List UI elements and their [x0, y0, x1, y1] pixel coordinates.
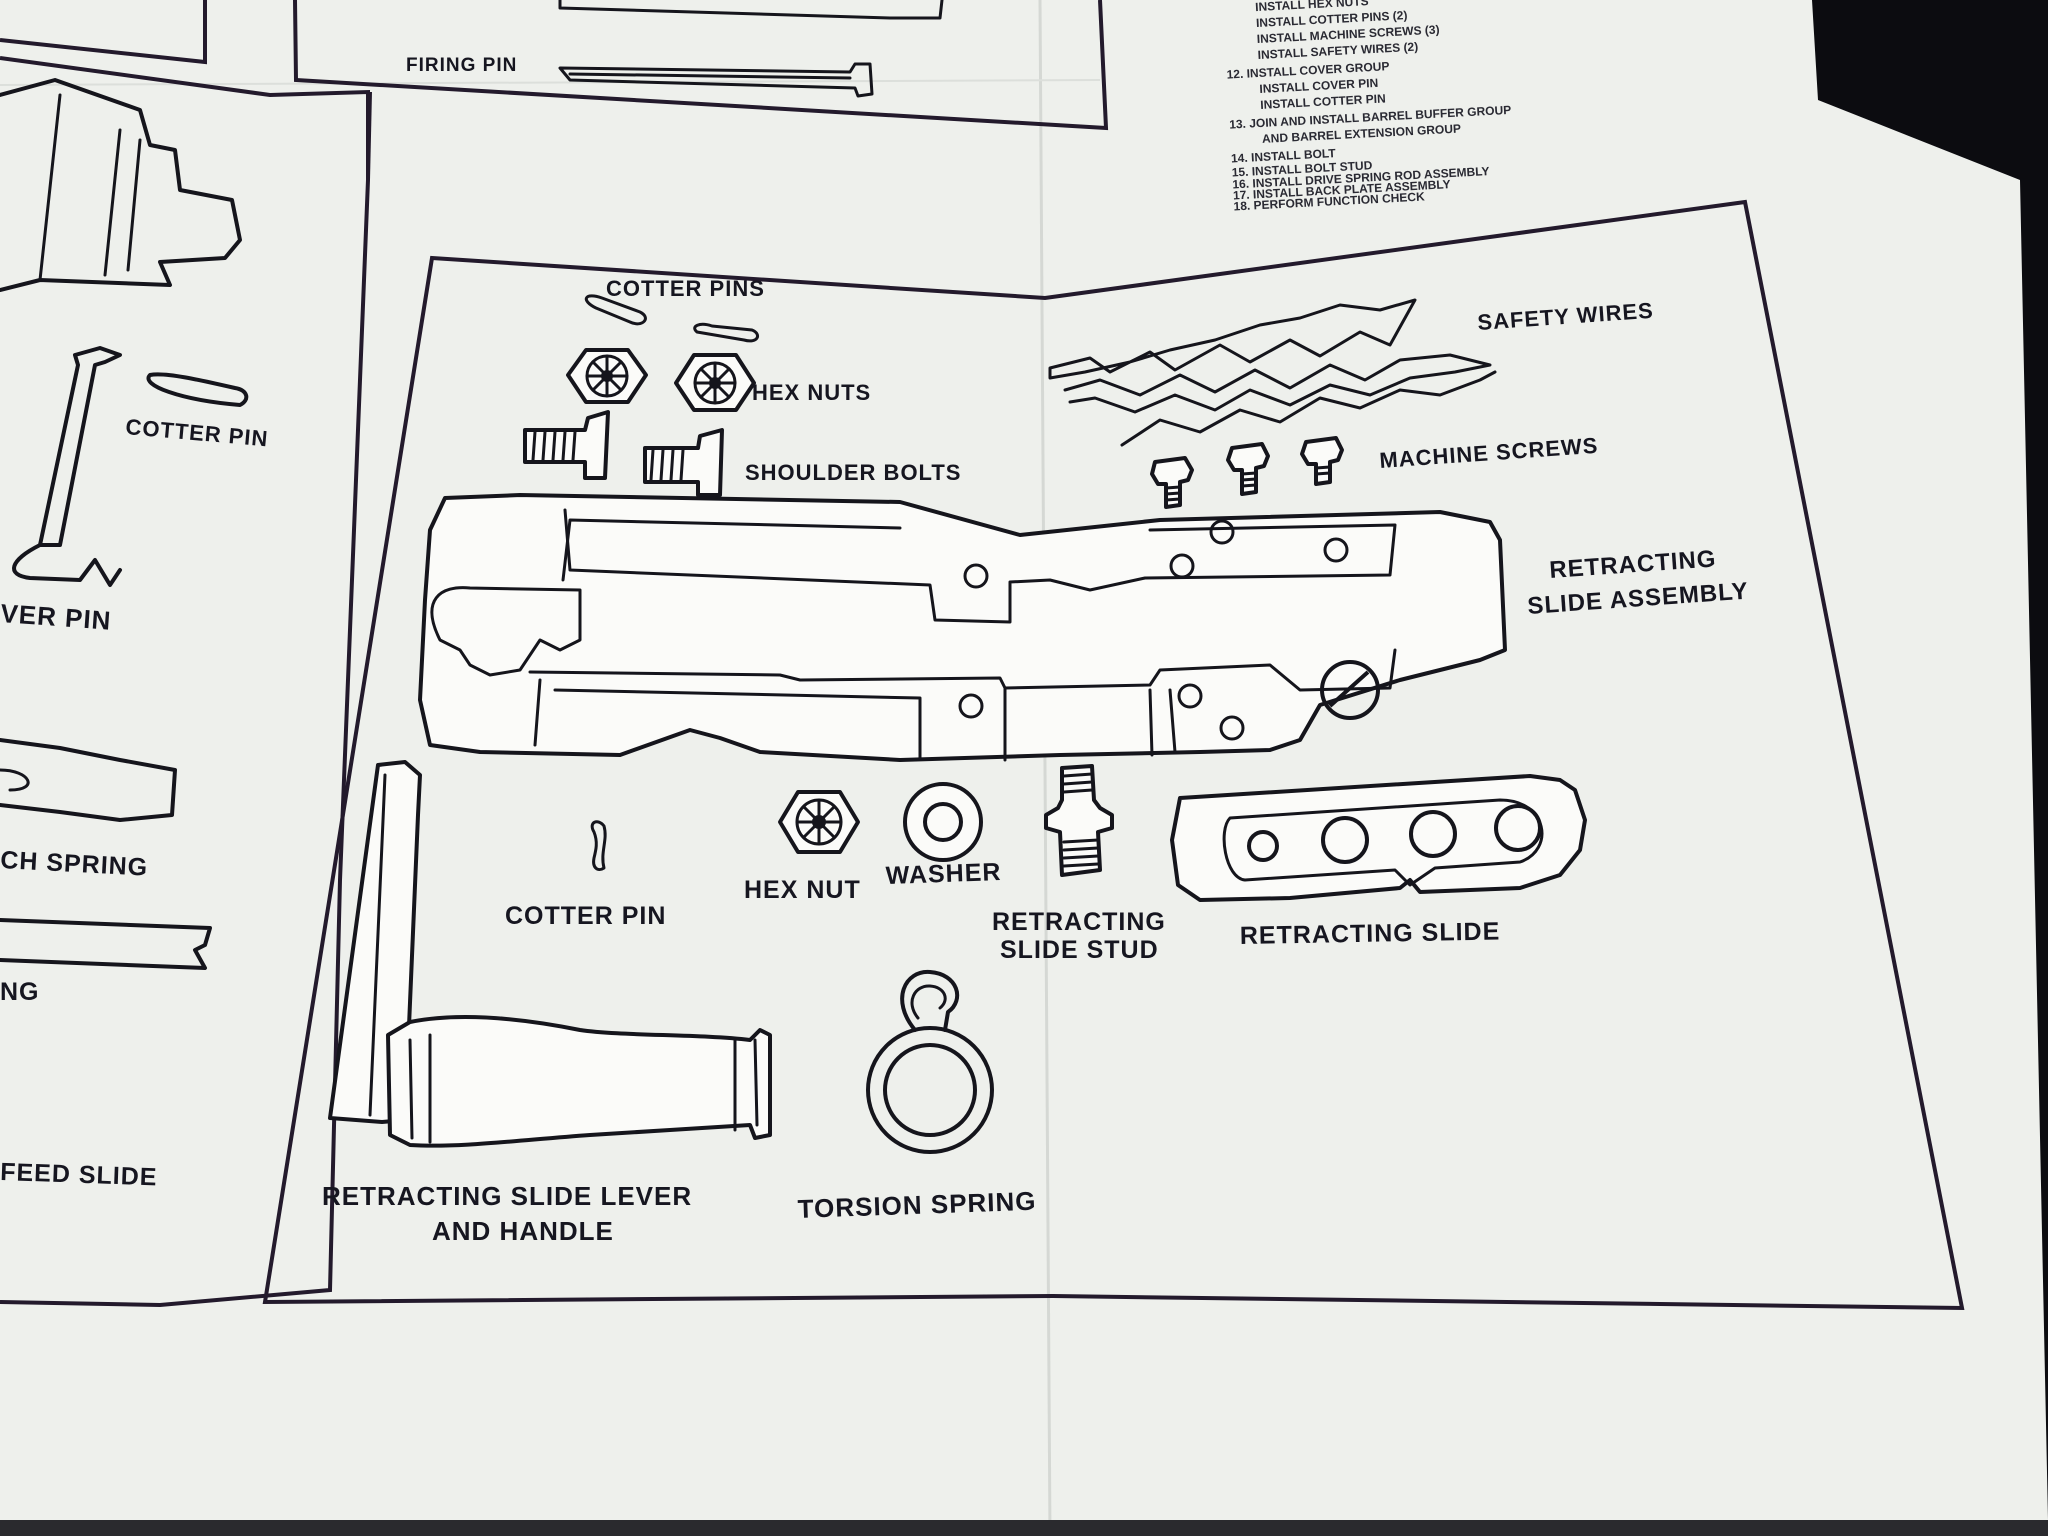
- feed-slide-label: FEED SLIDE: [0, 1158, 158, 1191]
- hex-nuts-part: [566, 348, 756, 412]
- retracting-slide-stud-label-line1: RETRACTING: [992, 908, 1166, 936]
- fold-line-vertical: [1038, 0, 1052, 1536]
- ng-label: NG: [0, 978, 40, 1006]
- cover-part-cropped: [0, 78, 242, 292]
- main-panel-frame: [262, 199, 1965, 1311]
- cover-part-detail: [38, 93, 142, 282]
- retracting-slide-assembly-part: [418, 493, 1507, 762]
- retracting-slide-lever-handle-part: [328, 760, 772, 1148]
- spring-part-detail: [0, 768, 30, 792]
- shoulder-bolts-part: [523, 410, 724, 497]
- hex-nut-label: HEX NUT: [744, 876, 861, 904]
- bottom-edge-shadow: [0, 1520, 2048, 1536]
- retracting-slide-stud-part: [1044, 764, 1114, 877]
- machine-screws-part: [1150, 436, 1344, 509]
- left-panel-frame: [0, 56, 370, 1308]
- left-panel-inner-divider: [366, 91, 372, 181]
- instruction-line: INSTALL COVER PIN: [1259, 76, 1378, 96]
- hex-nuts-label: HEX NUTS: [752, 380, 871, 405]
- top-left-corner-frame: [0, 0, 207, 65]
- cotter-pins-part: [584, 294, 760, 343]
- cotter-pin-left: [146, 372, 249, 407]
- cotter-pin-part: [590, 820, 607, 872]
- washer-label: WASHER: [885, 858, 1002, 890]
- torsion-spring-part: [866, 969, 994, 1154]
- spring-part-cropped: [0, 738, 177, 822]
- firing-pin-part: [558, 62, 874, 98]
- rod-part-top: [558, 0, 944, 20]
- retracting-slide-label: RETRACTING SLIDE: [1240, 917, 1501, 950]
- retracting-slide-stud-label-line2: SLIDE STUD: [1000, 936, 1159, 964]
- bar-part-cropped: [0, 918, 212, 970]
- lever-handle-label-line2: AND HANDLE: [432, 1216, 614, 1246]
- cotter-pins-label: COTTER PINS: [606, 276, 765, 301]
- cover-pin-part: [12, 346, 122, 587]
- retracting-slide-part: [1170, 774, 1587, 902]
- instruction-line: INSTALL COTTER PIN: [1260, 91, 1386, 112]
- safety-wires-part: [1048, 298, 1497, 447]
- instruction-line: 14. INSTALL BOLT: [1231, 146, 1337, 165]
- top-panel-frame: [293, 0, 1109, 131]
- washer-part: [903, 782, 983, 862]
- cotter-pin-label: COTTER PIN: [505, 902, 666, 930]
- lever-handle-label-line1: RETRACTING SLIDE LEVER: [322, 1181, 692, 1211]
- shoulder-bolts-label: SHOULDER BOLTS: [745, 460, 961, 485]
- firing-pin-label: FIRING PIN: [406, 55, 517, 76]
- hex-nut-part: [778, 790, 860, 854]
